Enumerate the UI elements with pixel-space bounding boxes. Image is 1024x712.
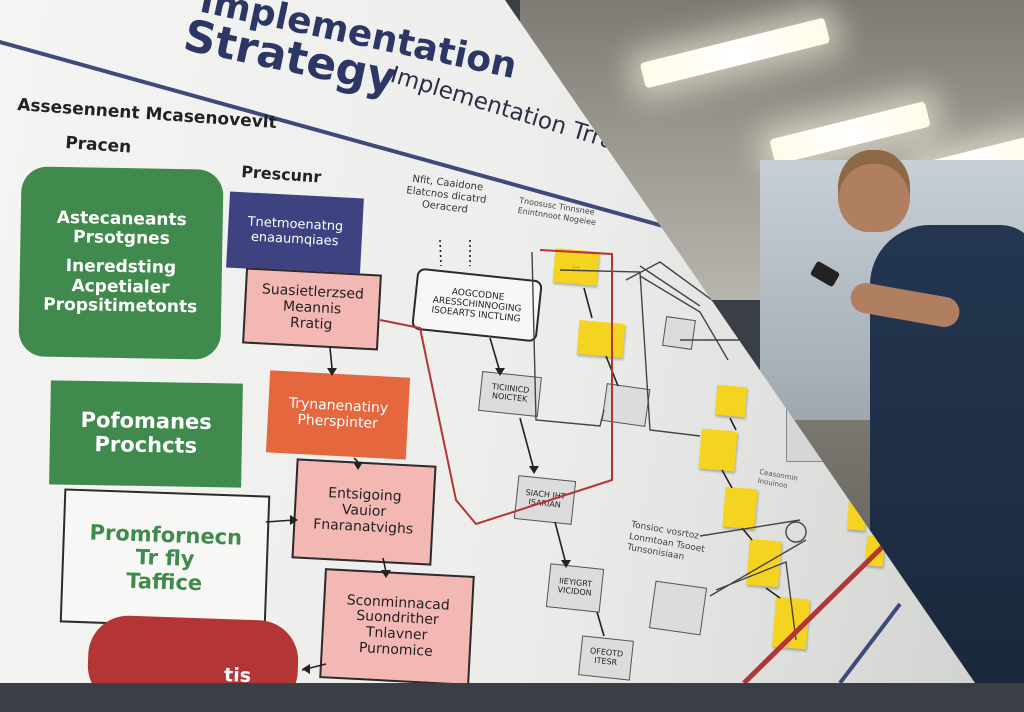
- person-head: [838, 150, 910, 232]
